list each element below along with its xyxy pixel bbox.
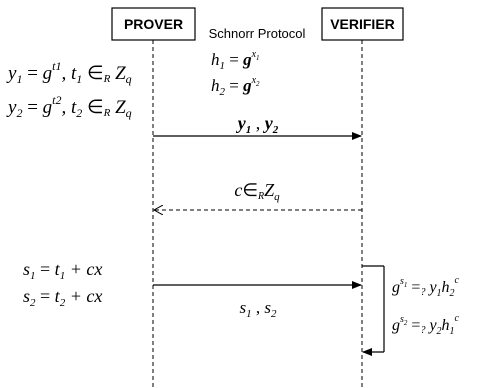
prover-box: PROVER <box>111 7 196 41</box>
commitment-y1: y1 = gt1, t1 ∈R Zq <box>6 59 132 86</box>
verification-check-2: gs2 =? y2h1c <box>392 313 460 337</box>
prover-label: PROVER <box>124 16 183 32</box>
response-s1: s1 = t1 + cx <box>23 259 102 282</box>
response-s2: s2 = t2 + cx <box>23 286 102 309</box>
commitment-y2: y2 = gt2, t2 ∈R Zq <box>6 93 132 120</box>
verifier-box: VERIFIER <box>321 7 404 41</box>
public-key-h2: h2 = gx2 <box>211 75 260 98</box>
message-commitment-label: y1 , y2 <box>236 113 279 136</box>
verification-check-1: gs1 =? y1h2c <box>392 275 460 299</box>
message-response-label: s1 , s2 <box>240 298 278 320</box>
public-key-h1: h1 = gx1 <box>211 49 260 72</box>
message-challenge-label: c∈RZq <box>234 180 280 203</box>
verifier-label: VERIFIER <box>330 16 395 32</box>
verification-self-loop <box>362 265 385 356</box>
diagram-title: Schnorr Protocol <box>209 26 306 41</box>
